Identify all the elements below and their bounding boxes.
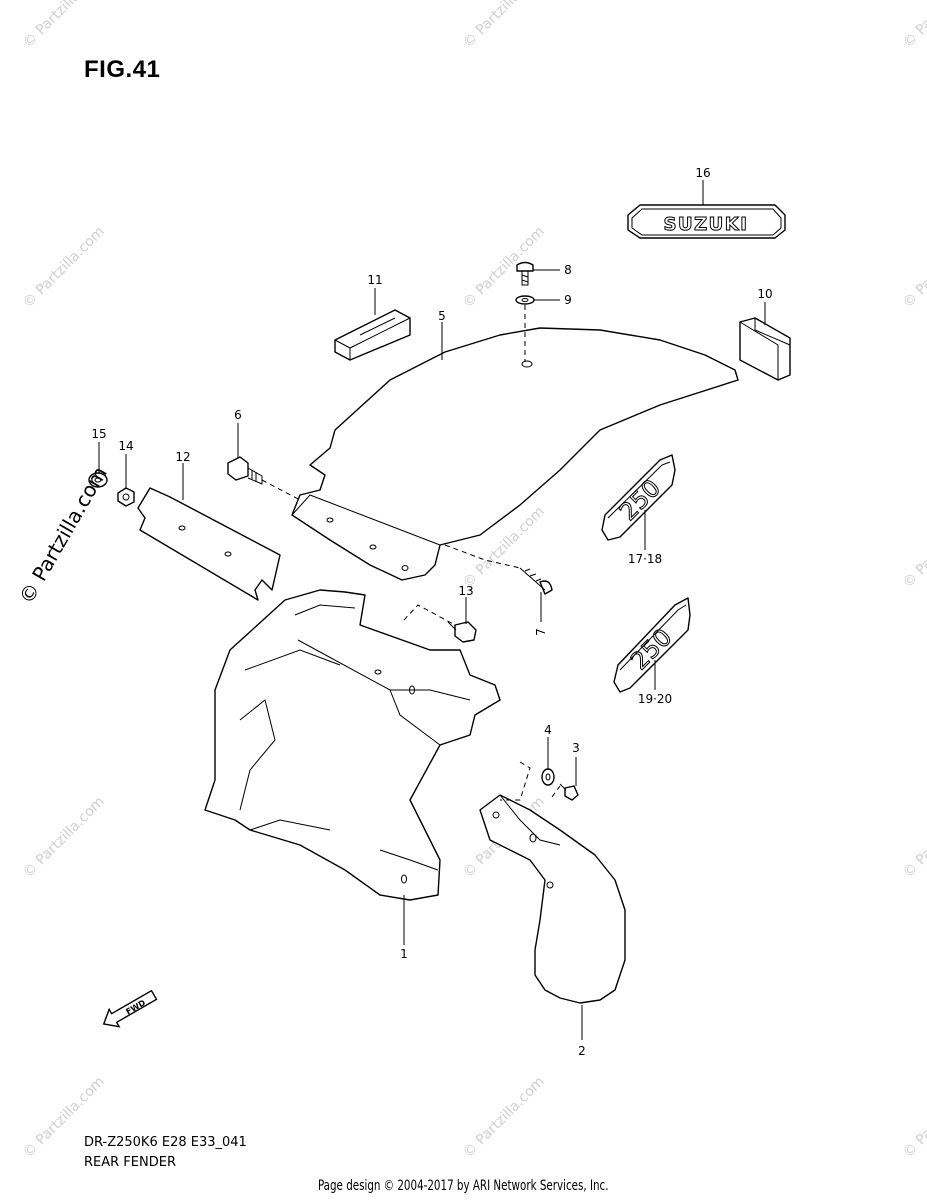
callout-17-18: 17·18 — [628, 552, 662, 566]
callout-10: 10 — [757, 287, 772, 301]
callout-12: 12 — [175, 450, 190, 464]
part-4-washer — [541, 768, 555, 786]
callout-16: 16 — [695, 166, 710, 180]
callout-15: 15 — [91, 427, 106, 441]
model-code: DR-Z250K6 E28 E33_041 — [84, 1135, 247, 1150]
part-5-rear-fender-upper — [291, 327, 739, 581]
callout-6: 6 — [234, 408, 242, 422]
fwd-arrow: FWD — [102, 989, 158, 1028]
callout-11: 11 — [367, 273, 382, 287]
part-13-bolt — [447, 621, 477, 643]
figure-title: FIG.41 — [84, 56, 161, 83]
part-3-bolt — [559, 783, 579, 801]
part-1-rear-fender — [204, 589, 501, 901]
leader-lines — [98, 180, 766, 1040]
part-16-suzuki-emblem: SUZUKI — [627, 204, 786, 239]
part-7-tapping-screw — [519, 567, 553, 595]
callout-1: 1 — [400, 947, 408, 961]
figure-name: REAR FENDER — [84, 1155, 176, 1170]
callout-2: 2 — [578, 1044, 586, 1058]
callouts: 1 2 3 4 5 6 7 8 9 10 11 12 13 14 15 16 1… — [91, 166, 772, 1058]
callout-8: 8 — [564, 263, 572, 277]
suzuki-emblem-text: SUZUKI — [664, 214, 749, 235]
part-19-20-badge: 250 — [613, 597, 691, 693]
part-9-washer — [515, 295, 535, 305]
callout-9: 9 — [564, 293, 572, 307]
part-14-nut — [117, 487, 135, 507]
part-11-decal — [334, 309, 411, 361]
callout-5: 5 — [438, 309, 446, 323]
assembly-lines — [261, 305, 561, 801]
callout-13: 13 — [458, 584, 473, 598]
callout-4: 4 — [544, 723, 552, 737]
part-17-18-badge: 250 — [601, 454, 676, 541]
callout-3: 3 — [572, 741, 580, 755]
part-12-flap — [137, 487, 281, 601]
page-footer: Page design © 2004-2017 by ARI Network S… — [317, 1178, 609, 1194]
callout-14: 14 — [118, 439, 133, 453]
part-8-screw — [516, 261, 534, 286]
part-15-washer — [88, 472, 108, 488]
part-6-bolt — [227, 456, 263, 485]
callout-7: 7 — [534, 628, 548, 636]
part-10-decal — [739, 317, 791, 381]
callout-19-20: 19·20 — [638, 692, 672, 706]
part-2-side-plate — [479, 794, 626, 1004]
